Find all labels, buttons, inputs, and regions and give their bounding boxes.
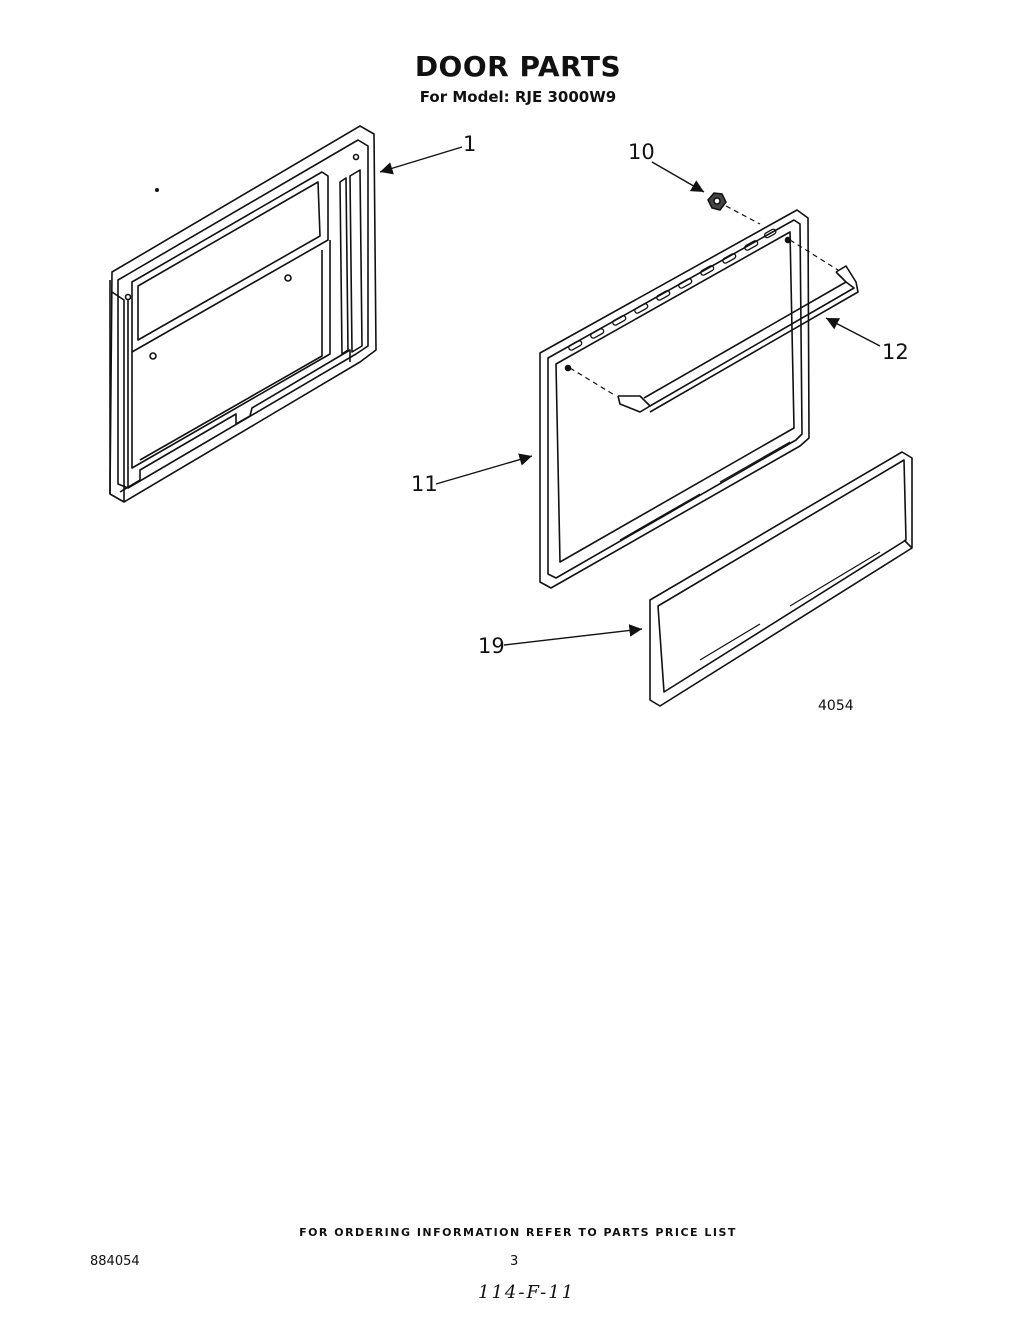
page-title: DOOR PARTS [414, 50, 622, 83]
part-19-door-glass [649, 451, 913, 707]
part-12-door-handle [569, 239, 859, 413]
part-10-nut [707, 192, 761, 225]
figure-number: 4054 [818, 698, 854, 714]
ordering-note: FOR ORDERING INFORMATION REFER TO PARTS … [299, 1226, 737, 1239]
part-11-door-frame [539, 209, 810, 589]
callout-part-1: 1 [463, 132, 477, 156]
callout-part-12: 12 [882, 340, 909, 364]
callout-part-11: 11 [411, 472, 438, 496]
callout-leaders [379, 146, 881, 646]
document-number: 884054 [90, 1254, 140, 1269]
page-number: 3 [510, 1254, 519, 1269]
stray-dot [155, 188, 159, 192]
model-subtitle: For Model: RJE 3000W9 [419, 88, 617, 106]
handwritten-note: 114-F-11 [478, 1282, 576, 1303]
callout-part-10: 10 [628, 140, 655, 164]
callout-part-19: 19 [478, 634, 505, 658]
part-1-inner-door-panel [109, 125, 377, 503]
